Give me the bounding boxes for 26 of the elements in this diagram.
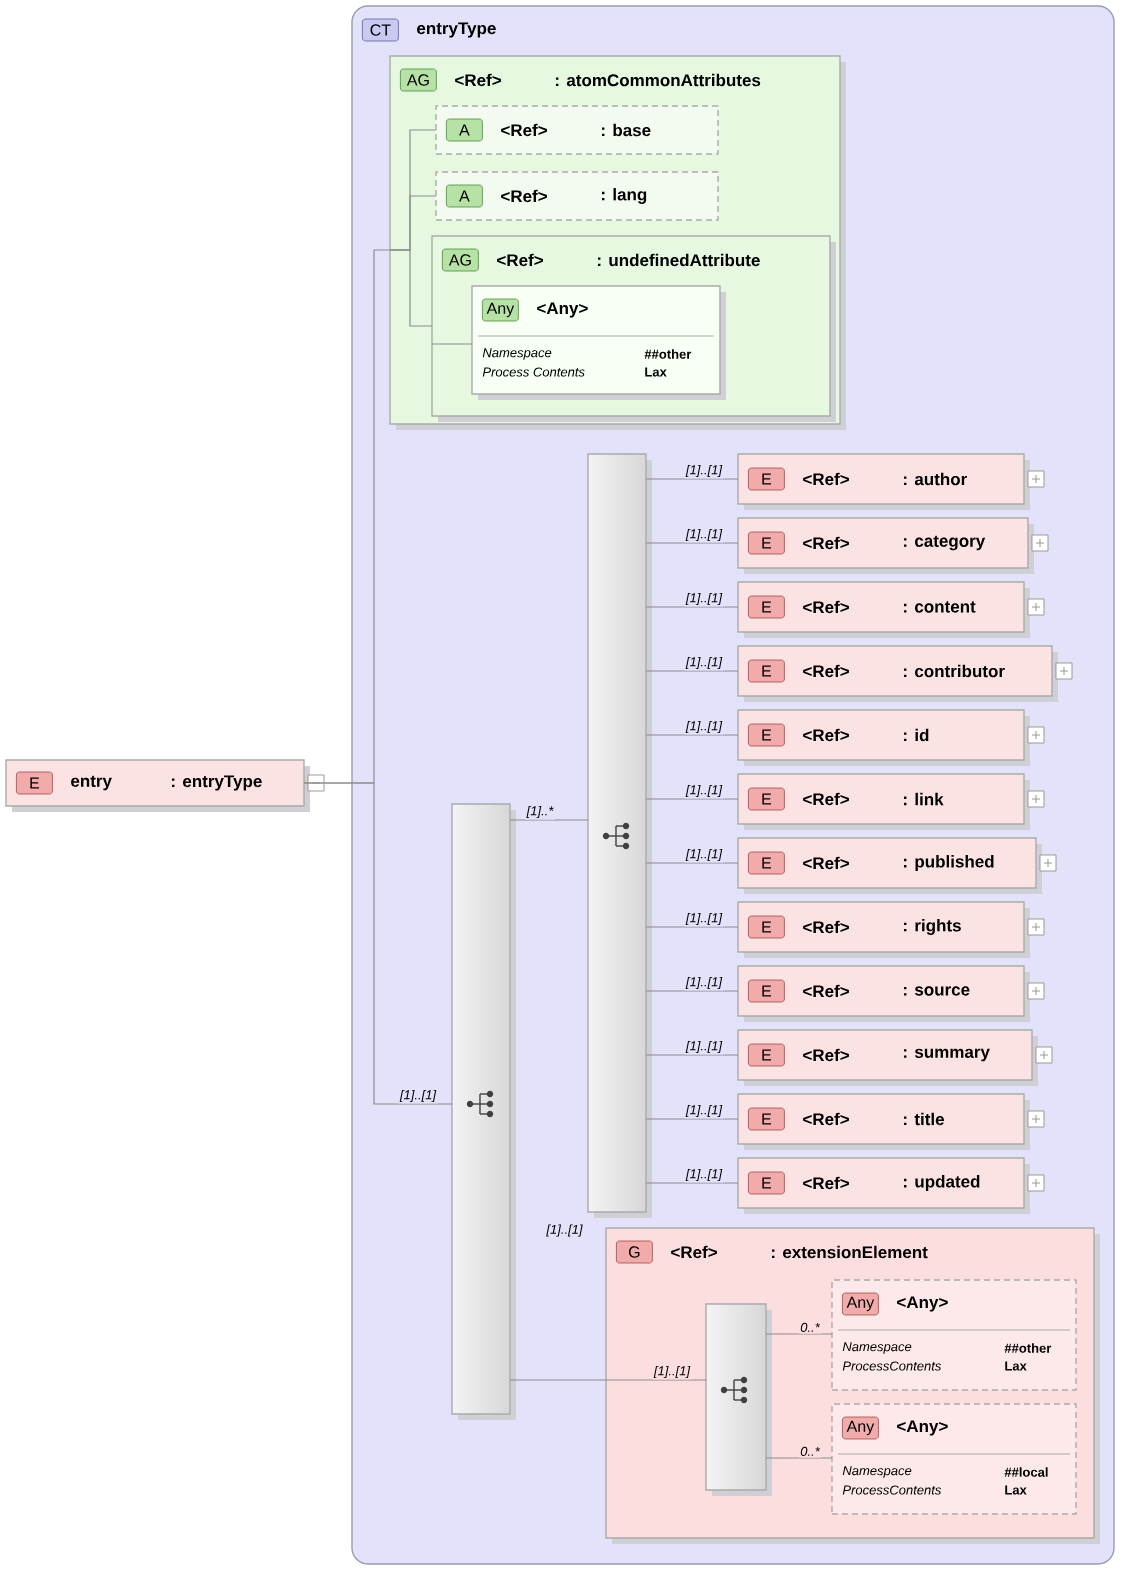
type-label: : base — [602, 123, 651, 137]
name-label: <Ref> — [455, 73, 501, 87]
connector-line — [645, 734, 739, 736]
connector-line — [645, 926, 739, 928]
connector-line — [645, 1118, 739, 1120]
type-label: : atomCommonAttributes — [556, 73, 761, 87]
type-label: : lang — [602, 188, 647, 204]
type-badge: CT — [362, 18, 399, 42]
connector-line — [645, 542, 739, 544]
connector-line — [303, 782, 453, 1105]
name-label: <Ref> — [501, 123, 547, 137]
connector-line — [645, 1182, 739, 1184]
name-label: <Ref> — [501, 189, 547, 203]
connector-line — [645, 478, 739, 480]
connector-line — [645, 606, 739, 608]
type-badge: A — [446, 184, 483, 208]
connector-line — [645, 670, 739, 672]
connector-line — [645, 1054, 739, 1056]
type-badge: AG — [400, 68, 437, 92]
connector-line — [645, 798, 739, 800]
type-badge: A — [446, 118, 483, 142]
connector-line — [389, 249, 433, 327]
connector-line — [645, 990, 739, 992]
connector-line — [645, 862, 739, 864]
type-name: entryType — [417, 22, 496, 38]
connector-line — [509, 819, 589, 821]
